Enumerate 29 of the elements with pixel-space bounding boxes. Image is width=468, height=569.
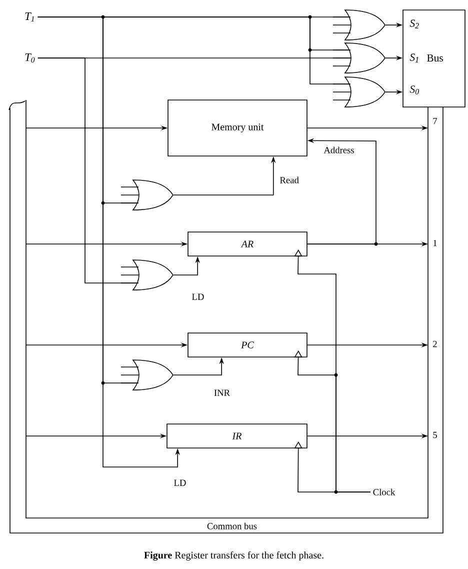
select-label: S$_{1}$ <box>410 54 418 62</box>
edge-label: 7 <box>431 116 439 126</box>
signal-label: T$_{1}$ <box>25 12 34 22</box>
register-box: IR <box>166 424 308 448</box>
memory-box: Memory unit <box>168 100 308 156</box>
edge-label: LD <box>172 478 188 488</box>
edge-label: 5 <box>431 430 439 440</box>
edge-label: INR <box>212 388 232 398</box>
or-gate <box>332 76 386 108</box>
caption: Figure Register transfers for the fetch phase. <box>144 551 324 561</box>
bus-label: Common bus <box>207 522 257 530</box>
select-label: Bus <box>427 54 443 62</box>
register-box: AR <box>188 232 308 256</box>
edge-label: 2 <box>431 340 439 348</box>
signal-label: T$_{0}$ <box>25 53 35 63</box>
select-label: S$_{0}$ <box>410 86 419 94</box>
edge-label: 1 <box>431 238 439 248</box>
or-gate <box>332 10 386 40</box>
connector <box>37 58 138 284</box>
or-gate <box>120 360 174 390</box>
or-gate <box>120 180 174 210</box>
or-gate <box>120 260 174 290</box>
signal-label: Clock <box>373 488 396 496</box>
select-label: S$_{2}$ <box>410 20 419 28</box>
edge-label: Read <box>278 175 300 185</box>
edge-label: LD <box>190 292 206 302</box>
register-box: PC <box>188 332 308 358</box>
or-gate <box>332 42 386 74</box>
edge-label: Address <box>322 145 356 155</box>
